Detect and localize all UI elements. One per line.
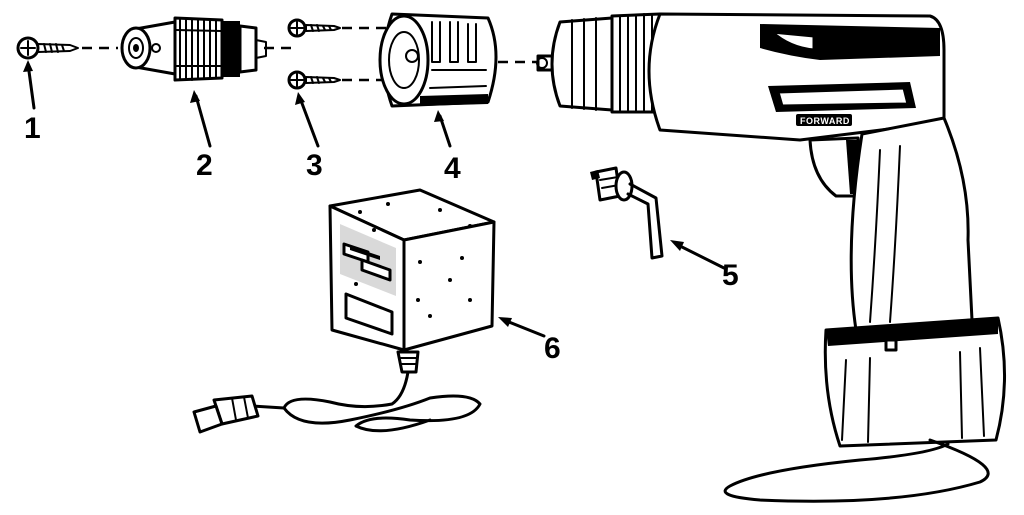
part-5-chuck-key	[590, 166, 664, 260]
part-3-housing-screws	[287, 18, 341, 90]
leader-arrow-4	[434, 110, 452, 148]
part-6-charger	[192, 188, 496, 434]
leader-arrow-3	[295, 92, 320, 148]
leader-arrow-2	[190, 90, 212, 148]
callout-label-5: 5	[722, 259, 739, 292]
callout-label-4: 4	[444, 152, 461, 185]
callout-label-2: 2	[196, 149, 213, 182]
direction-switch-label: FORWARD	[800, 116, 850, 126]
leader-arrow-6	[498, 317, 546, 338]
leader-arrow-1	[23, 60, 36, 110]
callout-label-6: 6	[544, 332, 561, 365]
part-1-chuck-screw	[16, 36, 79, 60]
part-2-keyed-chuck	[120, 16, 267, 82]
callout-label-3: 3	[306, 149, 323, 182]
leader-arrow-5	[670, 240, 726, 270]
callout-label-1: 1	[24, 112, 41, 145]
cordless-drill-body: FORWARD	[536, 12, 1006, 503]
part-4-gear-housing	[378, 12, 498, 108]
